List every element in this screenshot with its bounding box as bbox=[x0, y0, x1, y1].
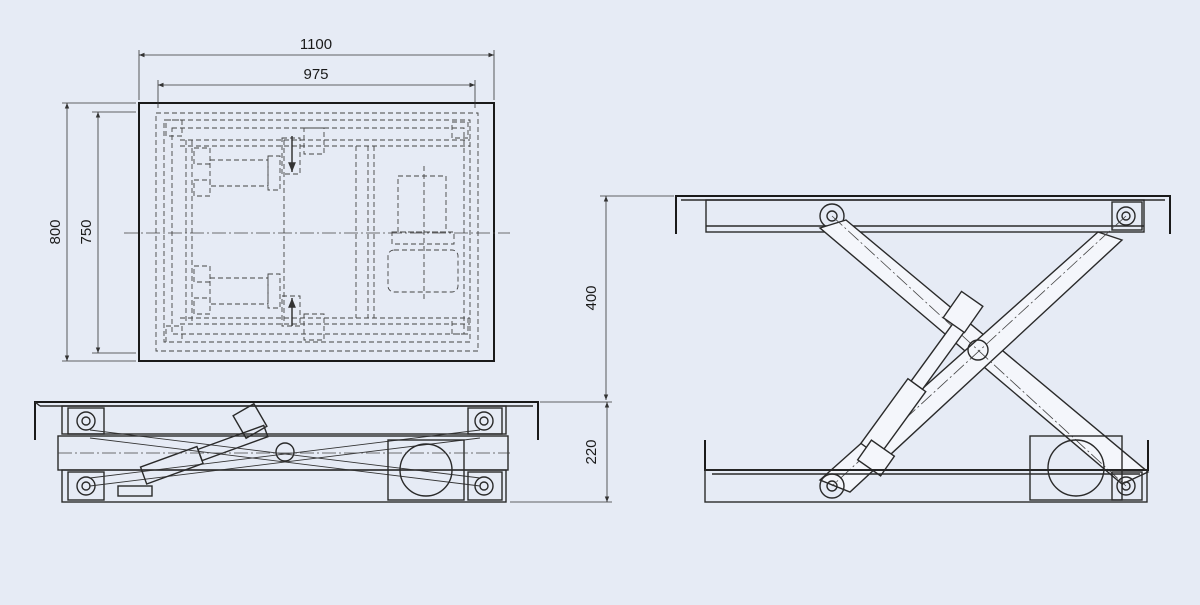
dimension-lowered-height: 220 bbox=[583, 439, 600, 464]
dimension-overall-width: 800 bbox=[47, 219, 64, 244]
side-view-raised: 400 bbox=[583, 195, 1171, 503]
dimension-platform-width: 750 bbox=[78, 219, 95, 244]
side-view-lowered: 220 bbox=[34, 401, 612, 503]
top-view-outer-plate bbox=[138, 102, 495, 362]
dimension-platform-length: 975 bbox=[303, 66, 328, 83]
dimension-overall-length: 1100 bbox=[300, 36, 332, 53]
top-view: 1100 975 800 750 bbox=[47, 36, 510, 362]
dimension-raised-height: 400 bbox=[583, 285, 600, 310]
